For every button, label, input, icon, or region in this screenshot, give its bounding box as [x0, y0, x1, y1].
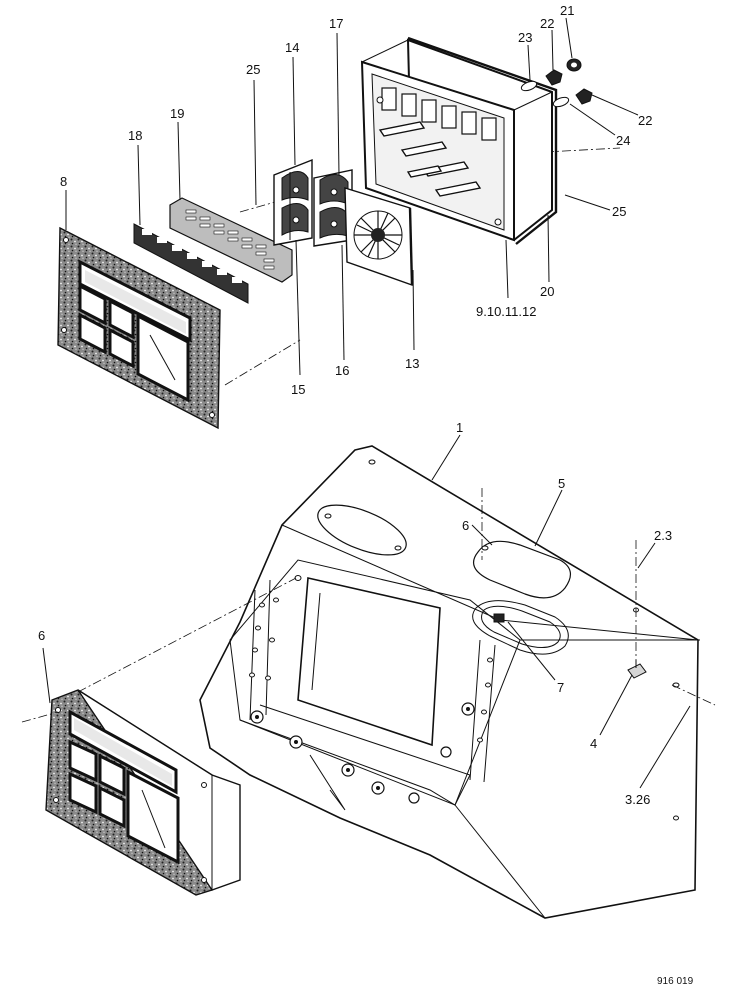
circuit-board-13: [344, 187, 414, 286]
callout-22-right: 22: [638, 113, 652, 128]
cover-plate-left: [317, 504, 407, 556]
callout-8: 8: [60, 174, 67, 189]
callout-17: 17: [329, 16, 343, 31]
lens-frame-18: [133, 223, 249, 304]
callout-4: 4: [590, 736, 597, 751]
leader-lines-bottom: [42, 434, 691, 789]
gauge-assembly-14-15: [273, 158, 313, 246]
callout-6-top: 6: [462, 518, 469, 533]
lamp-ring-7: [472, 600, 569, 655]
callout-14: 14: [285, 40, 299, 55]
callout-24: 24: [616, 133, 630, 148]
callout-7: 7: [557, 680, 564, 695]
callout-23: 23: [518, 30, 532, 45]
callout-18: 18: [128, 128, 142, 143]
explode-axis-lines-bottom: [21, 488, 716, 723]
callout-15: 15: [291, 382, 305, 397]
seal-20: [407, 36, 558, 245]
gauge-assembly-16-17: [313, 169, 353, 247]
front-panel-6: [45, 689, 241, 896]
callout-25-top: 25: [246, 62, 260, 77]
callout-1: 1: [456, 420, 463, 435]
callout-5: 5: [558, 476, 565, 491]
leader-lines-top: [65, 17, 639, 376]
callout-2-3: 2.3: [654, 528, 672, 543]
callout-21: 21: [560, 3, 574, 18]
callout-19: 19: [170, 106, 184, 121]
front-panel-8: [57, 226, 221, 430]
callout-3-26: 3.26: [625, 792, 650, 807]
cover-plate-5: [472, 540, 571, 599]
callout-25-right: 25: [612, 204, 626, 219]
bulb-holders-21-24: [520, 58, 593, 108]
figure-number: 916 019: [657, 976, 694, 987]
callout-6-bottom: 6: [38, 628, 45, 643]
callout-20: 20: [540, 284, 554, 299]
callout-13: 13: [405, 356, 419, 371]
clip-4: [627, 660, 647, 679]
dashboard-cowl-1: [199, 445, 700, 919]
callout-9-10-11-12: 9.10.11.12: [476, 304, 536, 319]
callout-16: 16: [335, 363, 349, 378]
callout-22-top: 22: [540, 16, 554, 31]
gasket-plate-19: [169, 197, 293, 283]
